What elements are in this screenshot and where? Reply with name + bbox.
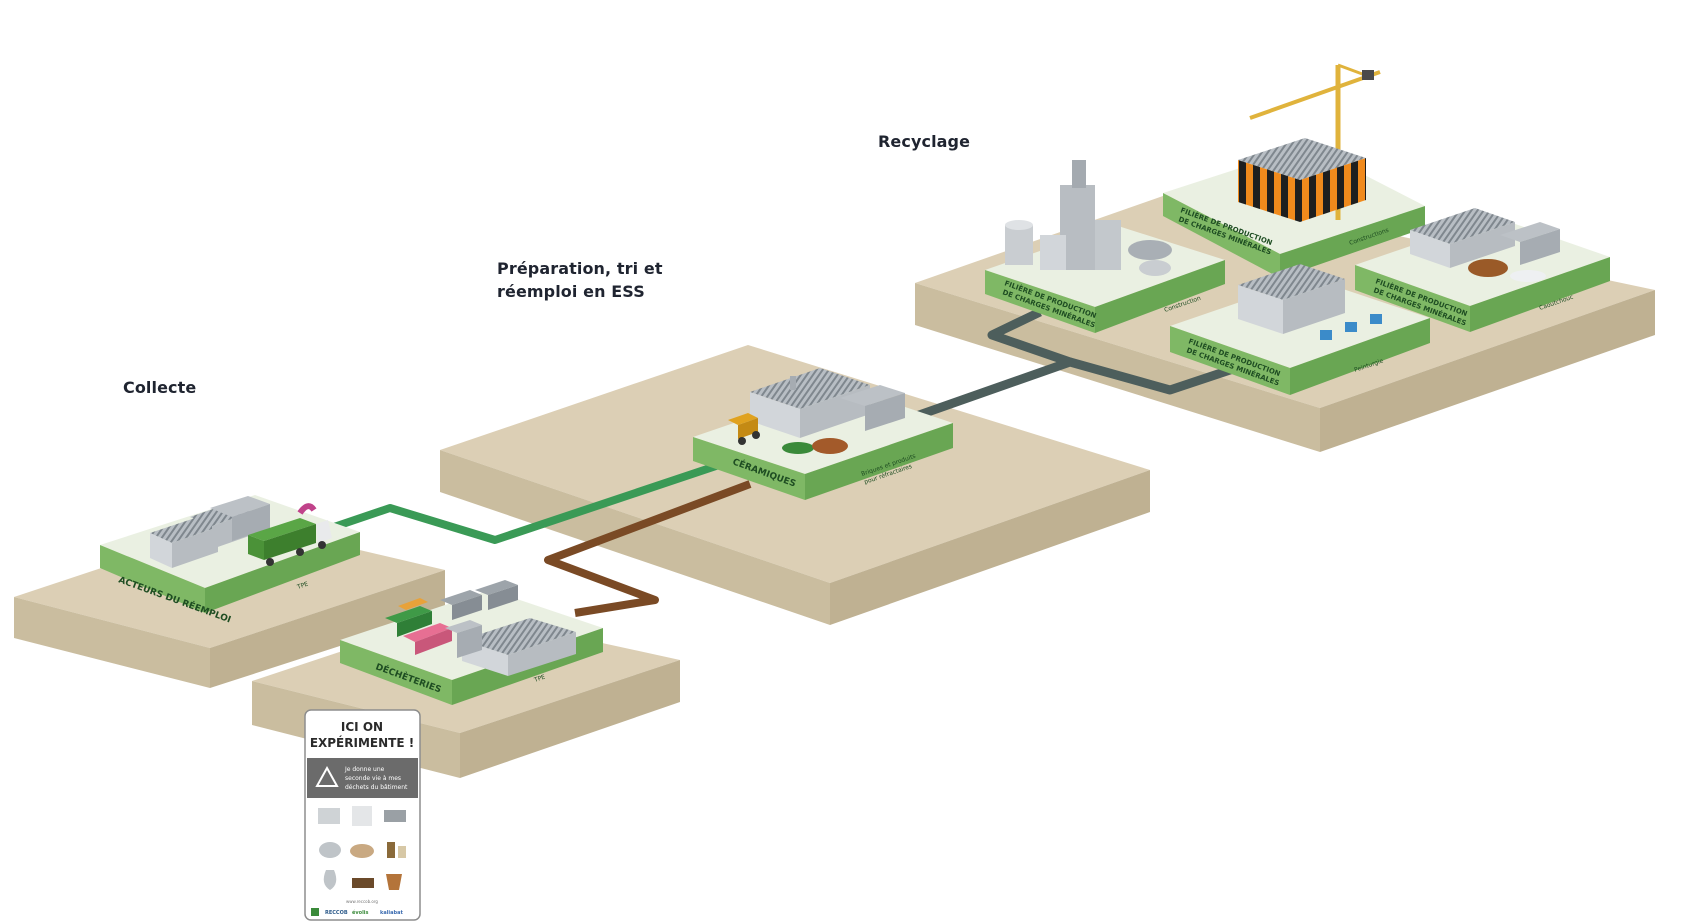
recycle-icon [315, 765, 339, 787]
stage-label-preparation-line1: Préparation, tri et [497, 259, 663, 278]
path-brown-decheteries-to-ceramiques [544, 480, 752, 617]
building-orange-black [1238, 138, 1366, 222]
cement-plant [1005, 160, 1172, 276]
containers-skips [385, 580, 518, 655]
building-depot [445, 618, 576, 676]
poster-logo-reccob: RECCOB [325, 910, 348, 916]
material-pile-white [1510, 270, 1546, 282]
bulldozer [728, 413, 760, 445]
stage-label-preparation: Préparation, tri et réemploi en ESS [497, 257, 663, 303]
poster-title-line2: EXPÉRIMENTE ! [310, 735, 414, 750]
poster-ici-on-experimente: ICI ON EXPÉRIMENTE ! Je donne une second… [304, 709, 421, 921]
stage-label-recyclage-text: Recyclage [878, 132, 971, 151]
path-dark-ceramiques-to-recyclage [903, 307, 1247, 425]
stage-label-collecte: Collecte [123, 376, 196, 399]
building-ceramics-factory [750, 368, 905, 438]
poster-subtitle-line1: Je donne une [344, 766, 385, 773]
building-warehouse [150, 496, 270, 568]
stage-label-preparation-line2: réemploi en ESS [497, 282, 645, 301]
material-pile-green [782, 442, 814, 454]
site-acteurs-tag: TPE [295, 581, 309, 592]
material-pile-brown [812, 438, 848, 454]
path-green-reemploi-to-ceramiques [323, 459, 727, 544]
poster-logo-kaliabat: kaliabat [380, 910, 403, 916]
poster-items-grid [318, 806, 406, 890]
building-paint-plant [1238, 264, 1345, 334]
site-filiere-caoutchouc: FILIÈRE DE PRODUCTION DE CHARGES MINÉRAL… [1355, 208, 1610, 332]
poster-title-line1: ICI ON [341, 720, 383, 734]
poster-subtitle-line3: déchets du bâtiment [345, 784, 408, 791]
site-decheteries: DÉCHÈTERIES TPE [340, 580, 603, 705]
paint-drums [1320, 314, 1382, 340]
poster-logo-evolis: évolis [352, 909, 369, 916]
poster-footer-small: www.reccob.org [346, 899, 378, 904]
stage-label-recyclage: Recyclage [878, 130, 970, 153]
poster-logo-house [311, 908, 319, 916]
site-filiere-construction: FILIÈRE DE PRODUCTION DE CHARGES MINÉRAL… [985, 160, 1225, 333]
truck-container [248, 503, 332, 566]
poster-subtitle-line2: seconde vie à mes [345, 775, 401, 782]
stage-label-collecte-text: Collecte [123, 378, 197, 397]
material-pile-rubber [1468, 259, 1508, 277]
building-rubber-plant [1410, 208, 1560, 268]
site-filiere-peinture: FILIÈRE DE PRODUCTION DE CHARGES MINÉRAL… [1170, 264, 1430, 395]
site-decheteries-tag: TPE [532, 674, 546, 685]
